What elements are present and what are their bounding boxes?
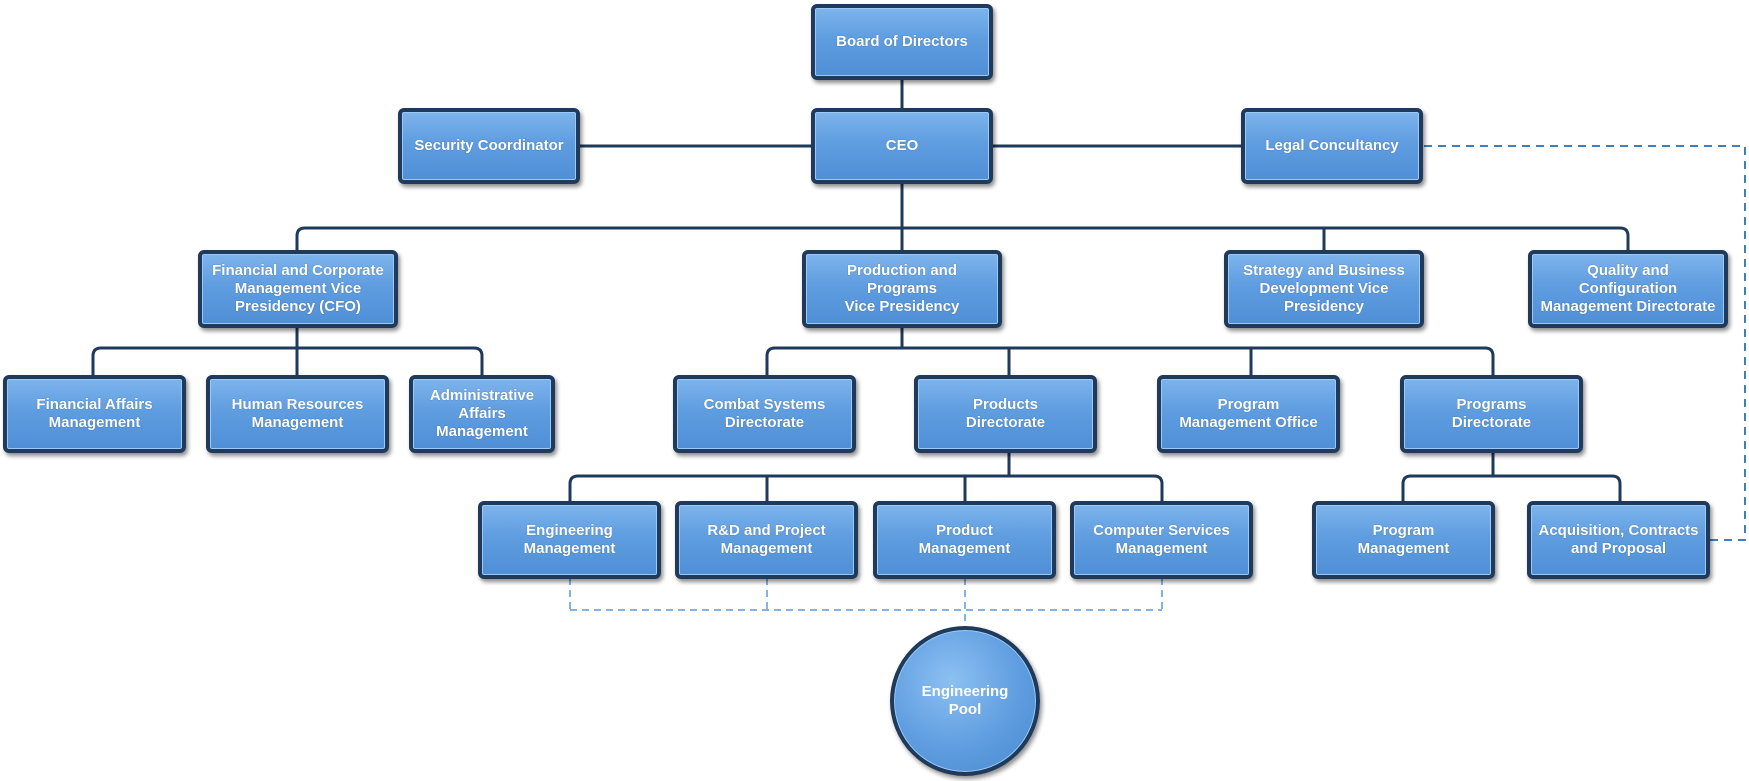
ceo-label: CEO <box>885 137 919 154</box>
cfo-label: Financial and Corporate Management Vice … <box>212 262 384 315</box>
solid-connectors <box>91 78 1630 502</box>
product-management-label: Product Management <box>918 522 1011 557</box>
quality-directorate-label: Quality and Configuration Management Dir… <box>1540 262 1716 315</box>
engineering-pool-label: Engineering Pool <box>921 683 1009 718</box>
engineering-pool-circle[interactable]: Engineering Pool <box>890 626 1040 776</box>
pool-dashed-connectors <box>569 578 1163 628</box>
engineering-management-box[interactable]: Engineering Management <box>478 501 661 579</box>
engineering-management-label: Engineering Management <box>523 522 616 557</box>
strategy-vp-box[interactable]: Strategy and Business Development Vice P… <box>1224 250 1424 328</box>
financial-affairs-label: Financial Affairs Management <box>36 396 153 431</box>
security-coordinator-box[interactable]: Security Coordinator <box>398 108 580 184</box>
human-resources-box[interactable]: Human Resources Management <box>206 375 389 453</box>
administrative-affairs-label: Administrative Affairs Management <box>429 387 535 440</box>
program-management-office-label: Program Management Office <box>1179 396 1318 431</box>
financial-affairs-box[interactable]: Financial Affairs Management <box>3 375 186 453</box>
ceo-box[interactable]: CEO <box>811 108 993 184</box>
programs-directorate-box[interactable]: Programs Directorate <box>1400 375 1583 453</box>
administrative-affairs-box[interactable]: Administrative Affairs Management <box>409 375 555 453</box>
combat-systems-box[interactable]: Combat Systems Directorate <box>673 375 856 453</box>
legal-concultancy-label: Legal Concultancy <box>1265 137 1399 154</box>
program-management-box[interactable]: Program Management <box>1312 501 1495 579</box>
cfo-box[interactable]: Financial and Corporate Management Vice … <box>198 250 398 328</box>
rnd-project-management-label: R&D and Project Management <box>707 522 826 557</box>
products-directorate-box[interactable]: Products Directorate <box>914 375 1097 453</box>
security-coordinator-label: Security Coordinator <box>414 137 564 154</box>
programs-directorate-label: Programs Directorate <box>1451 396 1532 431</box>
acquisition-contracts-label: Acquisition, Contracts and Proposal <box>1538 522 1699 557</box>
program-management-label: Program Management <box>1357 522 1450 557</box>
program-management-office-box[interactable]: Program Management Office <box>1157 375 1340 453</box>
board-of-directors-box[interactable]: Board of Directors <box>811 4 993 80</box>
legal-concultancy-box[interactable]: Legal Concultancy <box>1241 108 1423 184</box>
acquisition-contracts-box[interactable]: Acquisition, Contracts and Proposal <box>1527 501 1710 579</box>
rnd-project-management-box[interactable]: R&D and Project Management <box>675 501 858 579</box>
computer-services-label: Computer Services Management <box>1093 522 1230 557</box>
board-of-directors-label: Board of Directors <box>836 33 968 50</box>
human-resources-label: Human Resources Management <box>231 396 364 431</box>
combat-systems-label: Combat Systems Directorate <box>703 396 826 431</box>
production-vp-label: Production and Programs Vice Presidency <box>844 262 960 315</box>
computer-services-box[interactable]: Computer Services Management <box>1070 501 1253 579</box>
products-directorate-label: Products Directorate <box>965 396 1046 431</box>
production-vp-box[interactable]: Production and Programs Vice Presidency <box>802 250 1002 328</box>
dashed-connectors <box>1424 145 1746 541</box>
quality-directorate-box[interactable]: Quality and Configuration Management Dir… <box>1528 250 1728 328</box>
product-management-box[interactable]: Product Management <box>873 501 1056 579</box>
strategy-vp-label: Strategy and Business Development Vice P… <box>1243 262 1405 315</box>
